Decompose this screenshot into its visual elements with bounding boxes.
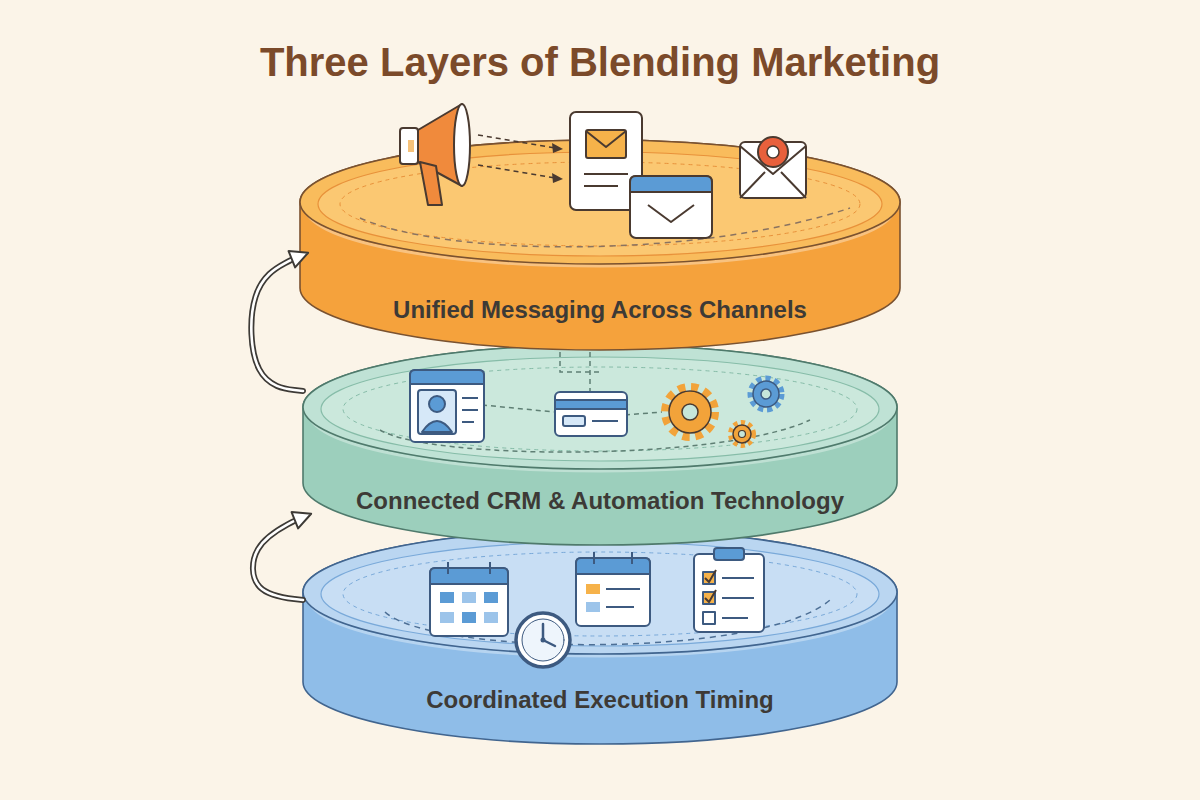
disc-dashed-rim [343, 552, 857, 636]
layer-disc: Connected CRM & Automation Technology [303, 345, 897, 545]
arrow-outline [253, 517, 303, 600]
disc-top [303, 530, 897, 654]
disc-side [303, 530, 897, 744]
layer-label: Unified Messaging Across Channels [300, 296, 900, 324]
layer-disc: Unified Messaging Across Channels [300, 140, 900, 350]
arrow-outline [251, 256, 303, 391]
layer-label: Coordinated Execution Timing [303, 686, 897, 714]
disc-side [300, 140, 900, 350]
disc-top [300, 140, 900, 264]
disc-inner-top [318, 152, 882, 256]
arrow-shaft [251, 256, 303, 391]
disc-dashed-rim [343, 367, 857, 451]
layer-label: Connected CRM & Automation Technology [303, 487, 897, 515]
disc-top [303, 345, 897, 469]
disc-inner-top [321, 542, 879, 646]
disc-dashed-rim [340, 162, 860, 246]
diagram-title: Three Layers of Blending Marketing [0, 40, 1200, 85]
megaphone-icon [408, 140, 414, 152]
disc-shape [303, 345, 897, 545]
disc-side [303, 345, 897, 545]
layer-disc: Coordinated Execution Timing [303, 530, 897, 744]
flow-arrow [253, 517, 303, 600]
disc-inner-top [321, 357, 879, 461]
flow-arrow [251, 256, 303, 391]
arrow-shaft [253, 517, 303, 600]
